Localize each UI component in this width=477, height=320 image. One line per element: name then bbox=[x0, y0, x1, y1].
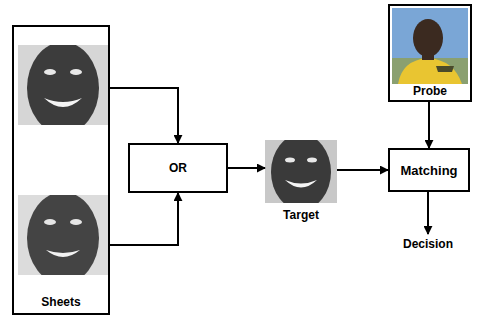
probe-box: Probe bbox=[388, 4, 472, 102]
matching-label: Matching bbox=[398, 163, 459, 178]
decision-label: Decision bbox=[401, 237, 455, 251]
or-label: OR bbox=[167, 161, 189, 175]
flow-arrow bbox=[337, 169, 388, 171]
sheet-face-bottom bbox=[18, 195, 108, 275]
flow-arrow bbox=[427, 192, 429, 234]
decision-text: Decision bbox=[388, 234, 468, 254]
target-face bbox=[265, 140, 337, 203]
sheets-box: Sheets bbox=[12, 25, 110, 315]
matching-box: Matching bbox=[388, 148, 470, 192]
flow-arrow bbox=[110, 88, 178, 143]
flow-arrow bbox=[110, 193, 178, 245]
or-box: OR bbox=[128, 143, 228, 193]
flow-arrow bbox=[428, 102, 430, 148]
target-image: Target bbox=[265, 140, 337, 222]
sheet-face-top bbox=[18, 45, 108, 125]
flow-arrow bbox=[228, 167, 265, 169]
target-label: Target bbox=[281, 208, 321, 222]
probe-photo bbox=[392, 8, 468, 84]
probe-label: Probe bbox=[411, 84, 449, 98]
sheets-label: Sheets bbox=[39, 295, 82, 309]
